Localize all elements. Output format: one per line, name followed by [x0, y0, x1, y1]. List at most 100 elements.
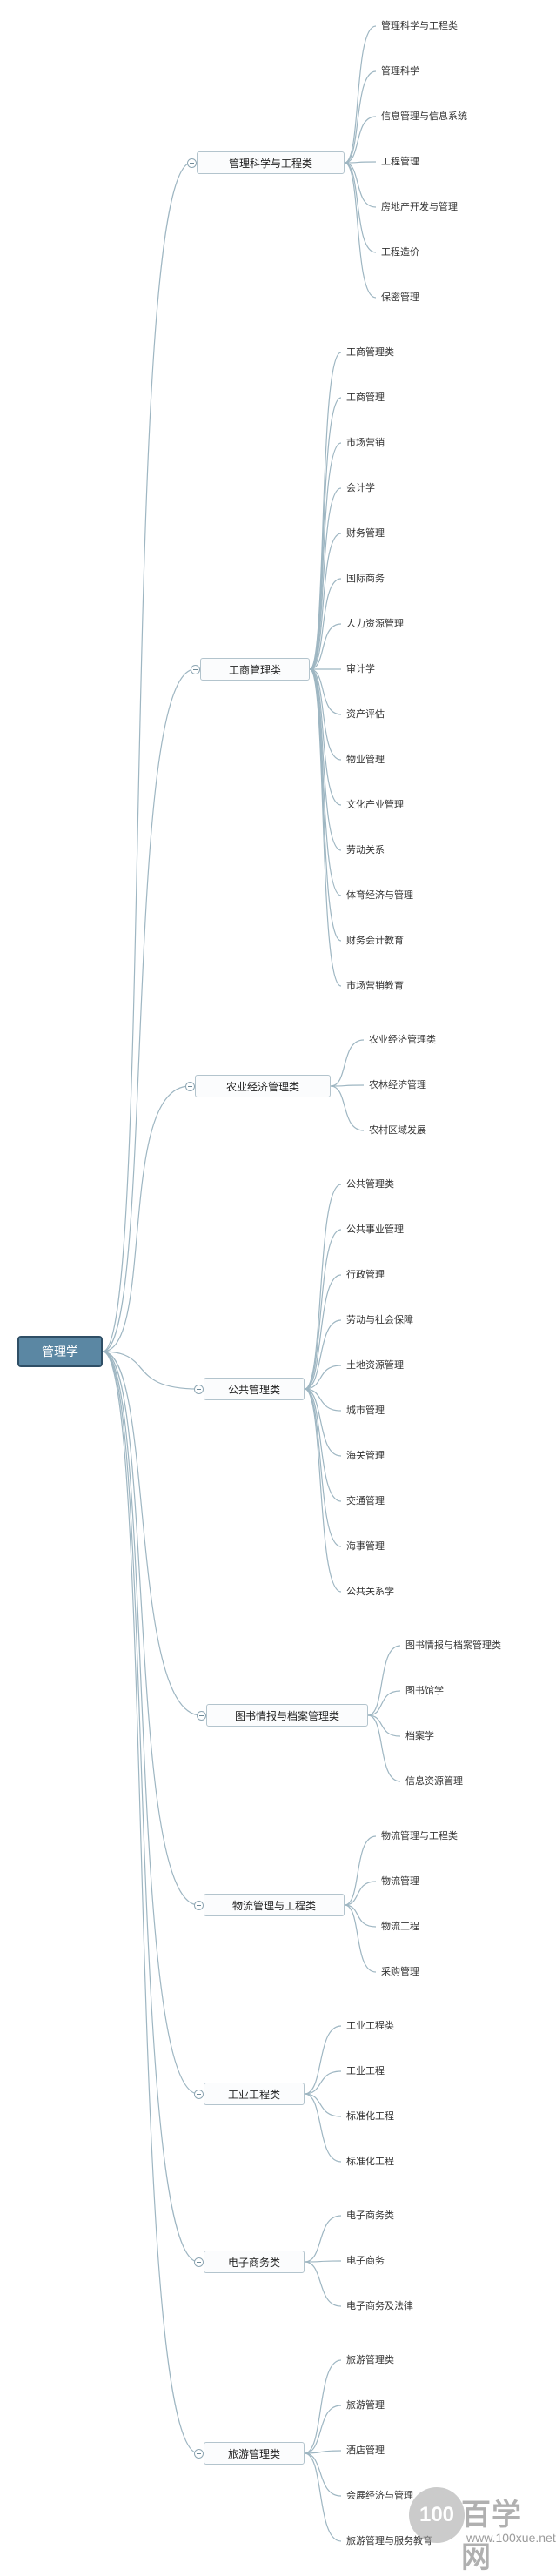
- root-to-category-line: [102, 1351, 199, 2454]
- leaf-item[interactable]: 交通管理: [346, 1495, 385, 1506]
- leaf-item[interactable]: 物业管理: [346, 754, 385, 765]
- leaf-item[interactable]: 财务管理: [346, 527, 385, 539]
- leaf-item[interactable]: 标准化工程: [346, 2156, 394, 2167]
- leaf-item[interactable]: 标准化工程: [346, 2110, 394, 2122]
- leaf-item[interactable]: 物流工程: [381, 1921, 419, 1932]
- leaf-item[interactable]: 管理科学与工程类: [381, 20, 458, 31]
- leaf-item[interactable]: 旅游管理与服务教育: [346, 2535, 432, 2546]
- leaf-item[interactable]: 国际商务: [346, 573, 385, 584]
- category-to-item-line: [304, 2359, 342, 2454]
- leaf-item[interactable]: 海事管理: [346, 1540, 385, 1552]
- root-to-category-line: [102, 1351, 199, 2095]
- collapse-toggle[interactable]: [187, 158, 197, 168]
- category-to-item-line: [309, 668, 342, 851]
- category-to-item-line: [304, 1388, 342, 1502]
- leaf-item[interactable]: 工程管理: [381, 156, 419, 167]
- collapse-toggle[interactable]: [194, 1384, 204, 1394]
- leaf-item[interactable]: 城市管理: [346, 1405, 385, 1416]
- leaf-item[interactable]: 体育经济与管理: [346, 889, 413, 901]
- category-to-item-line: [304, 1274, 342, 1390]
- category-node[interactable]: 管理科学与工程类: [197, 151, 345, 174]
- category-to-item-line: [367, 1714, 401, 1782]
- category-to-item-line: [304, 2260, 342, 2263]
- category-to-item-line: [304, 1365, 342, 1390]
- category-to-item-line: [304, 2450, 342, 2454]
- category-node[interactable]: 电子商务类: [204, 2251, 305, 2273]
- leaf-item[interactable]: 农村区域发展: [369, 1124, 426, 1136]
- leaf-item[interactable]: 农林经济管理: [369, 1079, 426, 1090]
- category-to-item-line: [309, 578, 342, 670]
- category-node[interactable]: 工商管理类: [200, 658, 310, 681]
- leaf-item[interactable]: 工商管理: [346, 392, 385, 403]
- category-node[interactable]: 工业工程类: [204, 2083, 305, 2105]
- leaf-item[interactable]: 公共管理类: [346, 1178, 394, 1190]
- category-to-item-line: [304, 1388, 342, 1593]
- leaf-item[interactable]: 行政管理: [346, 1269, 385, 1280]
- category-node[interactable]: 农业经济管理类: [195, 1075, 331, 1097]
- leaf-item[interactable]: 海关管理: [346, 1450, 385, 1461]
- leaf-item[interactable]: 劳动与社会保障: [346, 1314, 413, 1325]
- leaf-item[interactable]: 土地资源管理: [346, 1359, 404, 1371]
- collapse-toggle[interactable]: [194, 2448, 204, 2459]
- category-node[interactable]: 旅游管理类: [204, 2442, 305, 2465]
- leaf-item[interactable]: 物流管理: [381, 1875, 419, 1887]
- leaf-item[interactable]: 资产评估: [346, 708, 385, 720]
- leaf-item[interactable]: 旅游管理类: [346, 2354, 394, 2365]
- category-node[interactable]: 公共管理类: [204, 1378, 305, 1400]
- leaf-item[interactable]: 市场营销: [346, 437, 385, 448]
- category-to-item-line: [304, 1184, 342, 1390]
- leaf-item[interactable]: 物流管理与工程类: [381, 1830, 458, 1841]
- category-to-item-line: [304, 2452, 342, 2542]
- root-node[interactable]: 管理学: [17, 1336, 103, 1367]
- mindmap-canvas: 管理学管理科学与工程类管理科学与工程类管理科学信息管理与信息系统工程管理房地产开…: [0, 0, 537, 2568]
- leaf-item[interactable]: 档案学: [405, 1730, 434, 1741]
- leaf-item[interactable]: 旅游管理: [346, 2399, 385, 2411]
- root-to-category-line: [102, 1085, 191, 1352]
- category-node[interactable]: 图书情报与档案管理类: [206, 1704, 368, 1727]
- leaf-item[interactable]: 图书情报与档案管理类: [405, 1640, 501, 1651]
- collapse-toggle[interactable]: [194, 2089, 204, 2099]
- leaf-item[interactable]: 电子商务类: [346, 2210, 394, 2221]
- leaf-item[interactable]: 工业工程: [346, 2065, 385, 2076]
- leaf-item[interactable]: 图书馆学: [405, 1685, 444, 1696]
- category-to-item-line: [304, 1388, 342, 1457]
- category-to-item-line: [304, 2261, 342, 2307]
- leaf-item[interactable]: 农业经济管理类: [369, 1034, 436, 1045]
- collapse-toggle[interactable]: [191, 664, 200, 674]
- category-to-item-line: [344, 1835, 377, 1906]
- root-to-category-line: [102, 162, 192, 1352]
- leaf-item[interactable]: 信息管理与信息系统: [381, 111, 467, 122]
- leaf-item[interactable]: 公共关系学: [346, 1586, 394, 1597]
- category-to-item-line: [344, 1904, 377, 1973]
- leaf-item[interactable]: 会计学: [346, 482, 375, 493]
- leaf-item[interactable]: 管理科学: [381, 65, 419, 77]
- leaf-item[interactable]: 公共事业管理: [346, 1224, 404, 1235]
- collapse-toggle[interactable]: [185, 1081, 195, 1091]
- category-to-item-line: [304, 1319, 342, 1390]
- collapse-toggle[interactable]: [194, 1900, 204, 1910]
- leaf-item[interactable]: 保密管理: [381, 292, 419, 303]
- leaf-item[interactable]: 电子商务及法律: [346, 2300, 413, 2311]
- leaf-item[interactable]: 采购管理: [381, 1966, 419, 1977]
- category-to-item-line: [309, 487, 342, 670]
- category-to-item-line: [344, 1904, 377, 1928]
- leaf-item[interactable]: 财务会计教育: [346, 935, 404, 946]
- collapse-toggle[interactable]: [197, 1710, 206, 1721]
- collapse-toggle[interactable]: [194, 2257, 204, 2267]
- category-to-item-line: [367, 1645, 401, 1716]
- leaf-item[interactable]: 劳动关系: [346, 844, 385, 855]
- leaf-item[interactable]: 市场营销教育: [346, 980, 404, 991]
- leaf-item[interactable]: 文化产业管理: [346, 799, 404, 810]
- leaf-item[interactable]: 酒店管理: [346, 2445, 385, 2456]
- leaf-item[interactable]: 审计学: [346, 663, 375, 674]
- leaf-item[interactable]: 房地产开发与管理: [381, 201, 458, 212]
- leaf-item[interactable]: 人力资源管理: [346, 618, 404, 629]
- category-node[interactable]: 物流管理与工程类: [204, 1894, 345, 1916]
- leaf-item[interactable]: 工商管理类: [346, 346, 394, 358]
- leaf-item[interactable]: 会展经济与管理: [346, 2490, 413, 2501]
- leaf-item[interactable]: 工程造价: [381, 246, 419, 258]
- leaf-item[interactable]: 信息资源管理: [405, 1775, 463, 1787]
- leaf-item[interactable]: 工业工程类: [346, 2020, 394, 2031]
- category-to-item-line: [367, 1714, 401, 1737]
- leaf-item[interactable]: 电子商务: [346, 2255, 385, 2266]
